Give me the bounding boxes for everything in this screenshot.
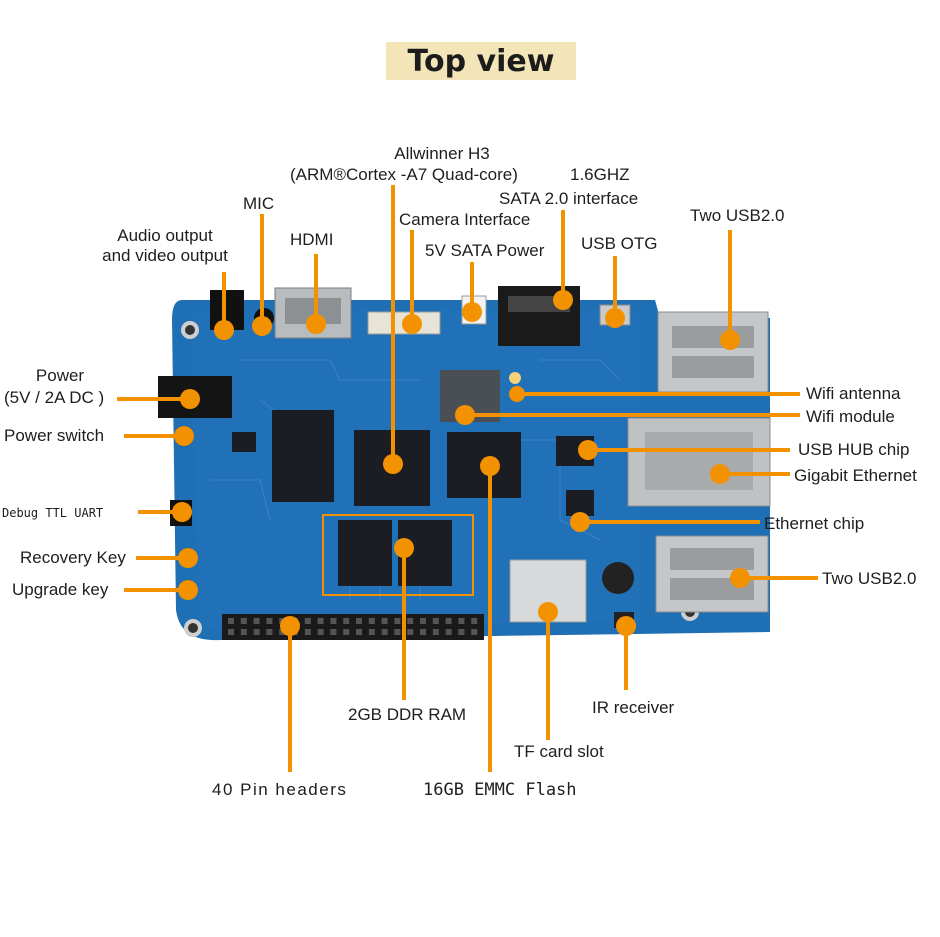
- header-pin: [266, 629, 273, 635]
- pin-header-40: [222, 614, 484, 640]
- leader-dots: [172, 290, 750, 636]
- label-wifi-module: Wifi module: [806, 407, 895, 426]
- header-pin: [356, 618, 362, 624]
- header-pin: [343, 618, 350, 624]
- label-upgrade-key: Upgrade key: [12, 580, 109, 599]
- header-pin: [368, 618, 375, 624]
- header-pin: [381, 618, 388, 624]
- usb-port-top: [657, 311, 769, 393]
- header-pin: [228, 618, 234, 624]
- label-power-switch: Power switch: [4, 426, 105, 445]
- label-tf-card: TF card slot: [514, 742, 604, 761]
- title-banner: Top view: [386, 42, 576, 80]
- header-pin: [445, 618, 452, 624]
- header-pin: [432, 618, 439, 624]
- label-audio-line1: Audio output: [117, 226, 213, 245]
- header-pin: [458, 629, 465, 635]
- header-pin: [266, 618, 273, 624]
- header-pin: [420, 618, 426, 624]
- header-pin: [317, 618, 324, 624]
- header-pin: [317, 629, 324, 635]
- header-pin: [330, 618, 337, 624]
- label-recovery-key: Recovery Key: [20, 548, 126, 567]
- ethernet-ic: [566, 490, 594, 516]
- header-pin: [420, 629, 426, 635]
- header-pin: [471, 629, 478, 635]
- label-usb-otg: USB OTG: [581, 234, 658, 253]
- label-ir-receiver: IR receiver: [592, 698, 675, 717]
- label-usb-hub: USB HUB chip: [798, 440, 910, 459]
- label-emmc: 16GB EMMC Flash: [423, 780, 577, 800]
- label-power: Power: [35, 366, 85, 385]
- wifi-antenna-pad: [509, 372, 521, 384]
- header-pin: [394, 629, 401, 635]
- header-pin: [253, 618, 260, 624]
- label-allwinner-arch: (ARM®Cortex -A7 Quad-core): [290, 165, 518, 184]
- header-pin: [394, 618, 401, 624]
- header-pin: [368, 629, 375, 635]
- header-pin: [304, 618, 311, 624]
- header-pin: [381, 629, 388, 635]
- hdmi-port: [274, 287, 352, 339]
- header-pin: [471, 618, 478, 624]
- header-pin: [330, 629, 337, 635]
- header-pin: [356, 629, 362, 635]
- label-frequency: 1.6GHZ: [570, 165, 630, 184]
- label-audio-line2: and video output: [102, 246, 228, 265]
- header-pin: [240, 618, 247, 624]
- label-power-spec: (5V / 2A DC ): [4, 388, 105, 407]
- chips: [232, 370, 594, 516]
- page-title: Top view: [407, 43, 555, 79]
- label-wifi-antenna: Wifi antenna: [806, 384, 901, 403]
- header-pin: [432, 629, 439, 635]
- label-pin-headers: 40 Pin headers: [212, 780, 348, 799]
- label-gigabit-ethernet: Gigabit Ethernet: [794, 466, 917, 485]
- leader-lines: [117, 185, 818, 772]
- label-sata-power: 5V SATA Power: [425, 241, 545, 260]
- header-pin: [458, 618, 465, 624]
- label-two-usb-top: Two USB2.0: [690, 206, 785, 225]
- ethernet-port: [627, 417, 771, 507]
- label-mic: MIC: [243, 194, 275, 213]
- label-allwinner-h3: Allwinner H3: [394, 144, 490, 163]
- ram-chip-1: [338, 520, 392, 586]
- header-pin: [228, 629, 234, 635]
- header-pin: [253, 629, 260, 635]
- header-pin: [407, 618, 414, 624]
- header-pin: [407, 629, 414, 635]
- label-two-usb-bottom: Two USB2.0: [822, 569, 917, 588]
- header-pin: [343, 629, 350, 635]
- label-ethernet-chip: Ethernet chip: [764, 514, 865, 533]
- header-pin: [240, 629, 247, 635]
- usb-port-bottom: [655, 535, 769, 613]
- ram-highlight: [322, 514, 474, 596]
- header-pin: [304, 629, 311, 635]
- label-hdmi: HDMI: [290, 230, 334, 249]
- capacitor: [602, 562, 634, 594]
- header-pin: [445, 629, 452, 635]
- label-camera-interface: Camera Interface: [399, 210, 531, 229]
- label-ram: 2GB DDR RAM: [348, 705, 467, 724]
- label-sata: SATA 2.0 interface: [499, 189, 639, 208]
- label-debug-uart: Debug TTL UART: [2, 506, 104, 520]
